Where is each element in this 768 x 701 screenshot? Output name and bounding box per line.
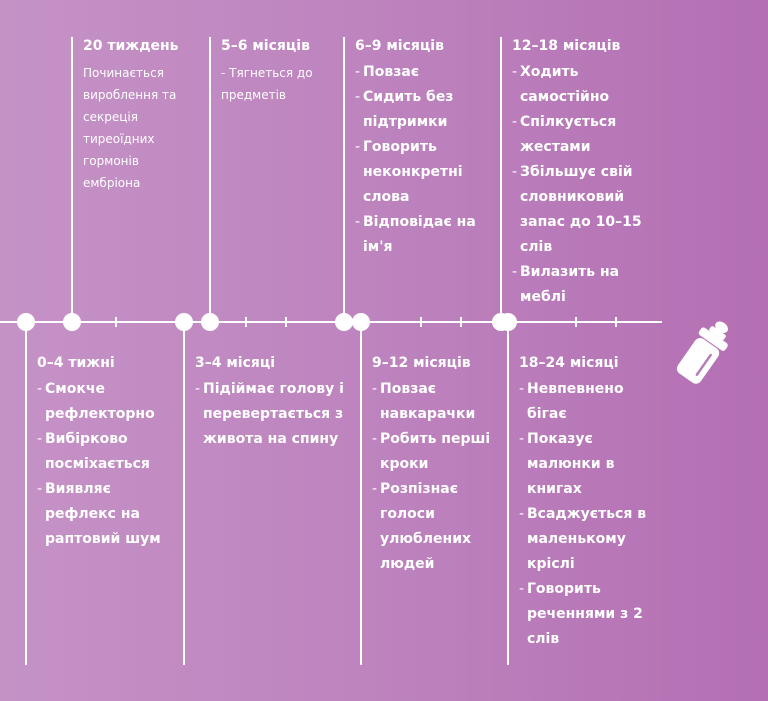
list-item: Всаджується в маленькому кріслі [519, 502, 649, 577]
list-item: Вилазить на меблі [512, 260, 652, 310]
timeline-dot [335, 313, 353, 331]
list-item: Повзає навкарачки [372, 377, 497, 427]
milestone-title: 6–9 місяців [355, 38, 444, 54]
milestone-9-12-months: 9–12 місяців Повзає навкарачки Робить пе… [372, 353, 497, 577]
milestone-title: 3–4 місяці [195, 355, 276, 371]
list-item: Говорить реченнями з 2 слів [519, 577, 649, 652]
milestone-list: Повзає навкарачки Робить перші кроки Роз… [372, 377, 497, 577]
list-item: Виявляє рефлекс на раптовий шум [37, 477, 172, 552]
milestone-list: Смокче рефлекторно Вибірково посміхаєтьс… [37, 377, 172, 552]
milestone-text: - Тягнеться до предметів [221, 66, 313, 102]
connector-line [360, 322, 362, 665]
axis-tick [420, 317, 422, 327]
milestone-0-4-weeks: 0–4 тижні Смокче рефлекторно Вибірково п… [37, 353, 172, 552]
list-item: Сидить без підтримки [355, 85, 490, 135]
milestone-5-6-months: 5–6 місяців - Тягнеться до предметів [221, 36, 336, 106]
timeline-dot [17, 313, 35, 331]
milestone-title: 18–24 місяці [519, 355, 619, 371]
milestone-title: 9–12 місяців [372, 355, 471, 371]
timeline-dot [201, 313, 219, 331]
list-item: Спілкується жестами [512, 110, 652, 160]
list-item: Говорить неконкретні слова [355, 135, 490, 210]
list-item: Розпізнає голоси улюблених людей [372, 477, 497, 577]
list-item: Збільшує свій словниковий запас до 10–15… [512, 160, 652, 260]
timeline-dot [499, 313, 517, 331]
connector-line [343, 37, 345, 322]
list-item: Повзає [355, 60, 490, 85]
milestone-title: 0–4 тижні [37, 355, 115, 371]
axis-tick [460, 317, 462, 327]
axis-tick [615, 317, 617, 327]
milestone-6-9-months: 6–9 місяців Повзає Сидить без підтримки … [355, 36, 490, 260]
milestone-12-18-months: 12–18 місяців Ходить самостійно Спілкуєт… [512, 36, 652, 310]
list-item: Вибірково посміхається [37, 427, 172, 477]
milestone-18-24-months: 18–24 місяці Невпевнено бігає Показує ма… [519, 353, 649, 652]
axis-tick [575, 317, 577, 327]
list-item: Ходить самостійно [512, 60, 652, 110]
connector-line [71, 37, 73, 322]
list-item: Відповідає на ім'я [355, 210, 490, 260]
milestone-list: Повзає Сидить без підтримки Говорить нек… [355, 60, 490, 260]
axis-tick [285, 317, 287, 327]
timeline-axis [0, 321, 662, 323]
milestone-list: Невпевнено бігає Показує малюнки в книга… [519, 377, 649, 652]
baby-bottle-icon [676, 321, 728, 384]
milestone-list: Підіймає голову і перевертається з живот… [195, 377, 345, 452]
list-item: Робить перші кроки [372, 427, 497, 477]
milestone-title: 5–6 місяців [221, 38, 310, 54]
milestone-20-weeks: 20 тиждень Починається вироблення та сек… [83, 36, 198, 194]
connector-line [209, 37, 211, 322]
milestone-text: Починається вироблення та секреція тирео… [83, 66, 177, 190]
milestone-title: 20 тиждень [83, 38, 179, 54]
list-item: Показує малюнки в книгах [519, 427, 649, 502]
axis-tick [245, 317, 247, 327]
connector-line [25, 322, 27, 665]
connector-line [183, 322, 185, 665]
list-item: Підіймає голову і перевертається з живот… [195, 377, 345, 452]
milestone-3-4-months: 3–4 місяці Підіймає голову і перевертаєт… [195, 353, 345, 452]
milestone-title: 12–18 місяців [512, 38, 621, 54]
timeline-dot [352, 313, 370, 331]
milestone-list: Ходить самостійно Спілкується жестами Зб… [512, 60, 652, 310]
connector-line [507, 322, 509, 665]
timeline-dot [63, 313, 81, 331]
connector-line [500, 37, 502, 322]
timeline-dot [175, 313, 193, 331]
list-item: Невпевнено бігає [519, 377, 649, 427]
list-item: Смокче рефлекторно [37, 377, 172, 427]
axis-tick [115, 317, 117, 327]
